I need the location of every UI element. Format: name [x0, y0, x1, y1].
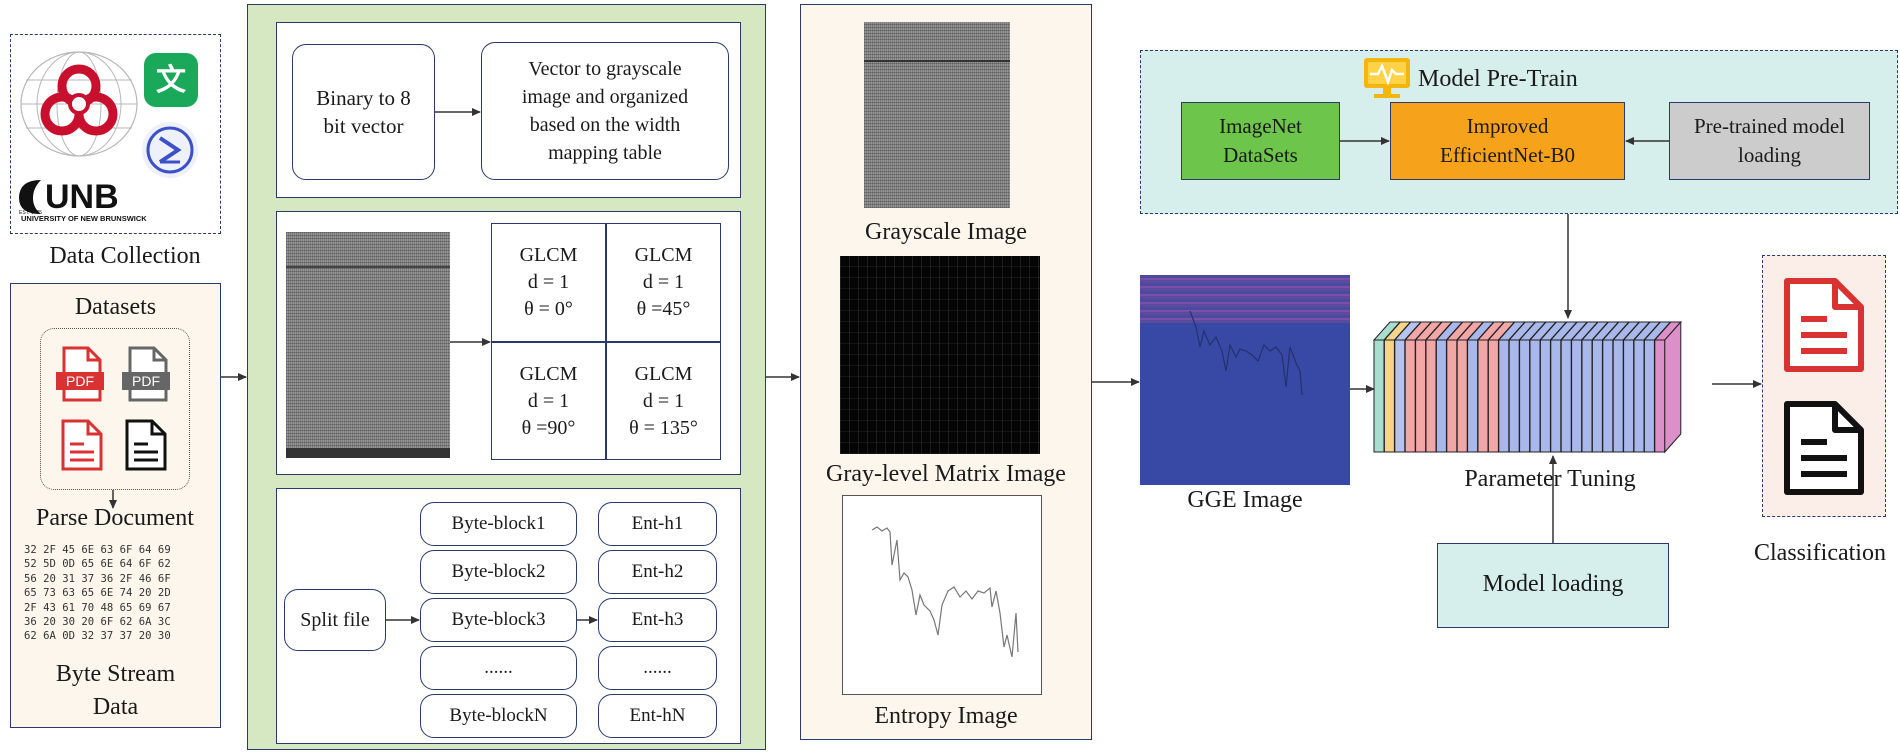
network-layer: [1653, 320, 1682, 454]
model-loading-box: [1437, 543, 1669, 628]
byte-block-ellipsis: ......: [420, 646, 577, 690]
thumbnail-dark-band: [286, 448, 450, 458]
unb-subtext: UNIVERSITY OF NEW BRUNSWICK: [21, 214, 147, 223]
pdf-red-icon: PDF: [56, 346, 104, 402]
glcm-cell-0deg: GLCM d = 1 θ = 0°: [519, 243, 578, 320]
grayscale-image-line: [864, 60, 1010, 62]
hex-line: 52 5D 0D 65 6E 64 6F 62: [24, 558, 171, 571]
binary-to-vector-box: Binary to 8 bit vector: [292, 44, 435, 180]
glcm-grid-hline: [491, 341, 721, 343]
parameter-tuning-label: Parameter Tuning: [1464, 466, 1636, 492]
hex-line: 32 2F 45 6E 63 6F 64 69: [24, 544, 171, 556]
hex-line: 62 6A 0D 32 37 37 20 30: [24, 630, 171, 643]
monitor-icon: [1364, 58, 1410, 98]
byte-block-2: Byte-block2: [420, 550, 577, 594]
ent-ellipsis: ......: [598, 646, 717, 690]
byte-stream-label: Byte Stream Data: [55, 661, 176, 720]
ent-hn: Ent-hN: [598, 694, 717, 738]
gray-level-matrix-label: Gray-level Matrix Image: [826, 461, 1066, 487]
pretrained-label: Pre-trained model loading: [1693, 114, 1846, 167]
entropy-curve: [871, 526, 1019, 658]
pdf-red-label: PDF: [66, 373, 94, 389]
split-file-box: Split file: [284, 589, 386, 651]
ent-h3: Ent-h3: [598, 598, 717, 642]
datasets-title: Datasets: [74, 294, 157, 320]
hex-line: 65 73 63 65 6E 74 20 2D: [24, 587, 171, 600]
grayscale-thumbnail: [286, 232, 450, 458]
grayscale-image: [864, 22, 1010, 208]
circled-arrow-icon: [142, 122, 198, 178]
byte-block-n: Byte-blockN: [420, 694, 577, 738]
gge-curve: [1189, 310, 1303, 396]
document-red-icon: [61, 419, 103, 471]
byte-block-1: Byte-block1: [420, 502, 577, 546]
hex-line: 2F 43 61 70 48 65 69 67: [24, 601, 171, 614]
document-black-icon: [125, 419, 167, 471]
efficientnet-label: Improved EfficientNet-B0: [1440, 114, 1575, 167]
data-collection-label: Data Collection: [49, 243, 201, 269]
network-layers: [1372, 320, 1682, 454]
ent-h1: Ent-h1: [598, 502, 717, 546]
pdf-gray-icon: PDF: [122, 346, 170, 402]
glcm-cell-135deg: GLCM d = 1 θ = 135°: [629, 362, 698, 439]
imagenet-label: ImageNet DataSets: [1219, 114, 1302, 167]
data-collection-panel: [10, 34, 221, 234]
gray-level-matrix-image: [840, 256, 1040, 454]
efficientnet-box: [1390, 102, 1625, 180]
grayscale-image-label: Grayscale Image: [865, 219, 1027, 245]
model-loading-label: Model loading: [1482, 571, 1624, 597]
pretrained-box: [1669, 102, 1870, 180]
unb-logo-icon: UNB UNIVERSITY OF NEW BRUNSWICK EST. 178…: [19, 178, 147, 223]
thumbnail-line: [286, 266, 450, 268]
glcm-cell-45deg: GLCM d = 1 θ =45°: [634, 243, 693, 320]
svg-text:文: 文: [156, 63, 186, 98]
hex-line: 36 20 30 20 6F 62 6A 3C: [24, 616, 171, 629]
ent-h2: Ent-h2: [598, 550, 717, 594]
hex-line: 56 20 31 37 36 2F 46 6F: [24, 572, 171, 585]
model-pretrain-title: Model Pre-Train: [1418, 66, 1578, 92]
gge-image-label: GGE Image: [1187, 487, 1303, 513]
unb-est: EST. 1785: [19, 210, 42, 216]
imagenet-box: [1181, 102, 1340, 180]
document-red-output-icon: [1784, 278, 1864, 372]
translate-app-icon: 文: [144, 53, 198, 107]
byte-block-3: Byte-block3: [420, 598, 577, 642]
hex-dump: 32 2F 45 6E 63 6F 64 69 52 5D 0D 65 6E 64…: [24, 543, 171, 644]
document-black-output-icon: [1784, 401, 1864, 495]
unb-wordmark: UNB: [45, 178, 119, 216]
parse-document-label: Parse Document: [36, 505, 194, 531]
biohazard-logo-icon: [20, 51, 138, 157]
glcm-cell-90deg: GLCM d = 1 θ =90°: [519, 362, 578, 439]
datasets-inner-frame: [40, 328, 190, 490]
gge-image-top-band: [1140, 275, 1350, 323]
pdf-gray-label: PDF: [132, 373, 160, 389]
classification-label: Classification: [1754, 540, 1886, 566]
entropy-image-label: Entropy Image: [874, 703, 1018, 729]
vector-to-grayscale-box: Vector to grayscale image and organized …: [481, 42, 729, 180]
